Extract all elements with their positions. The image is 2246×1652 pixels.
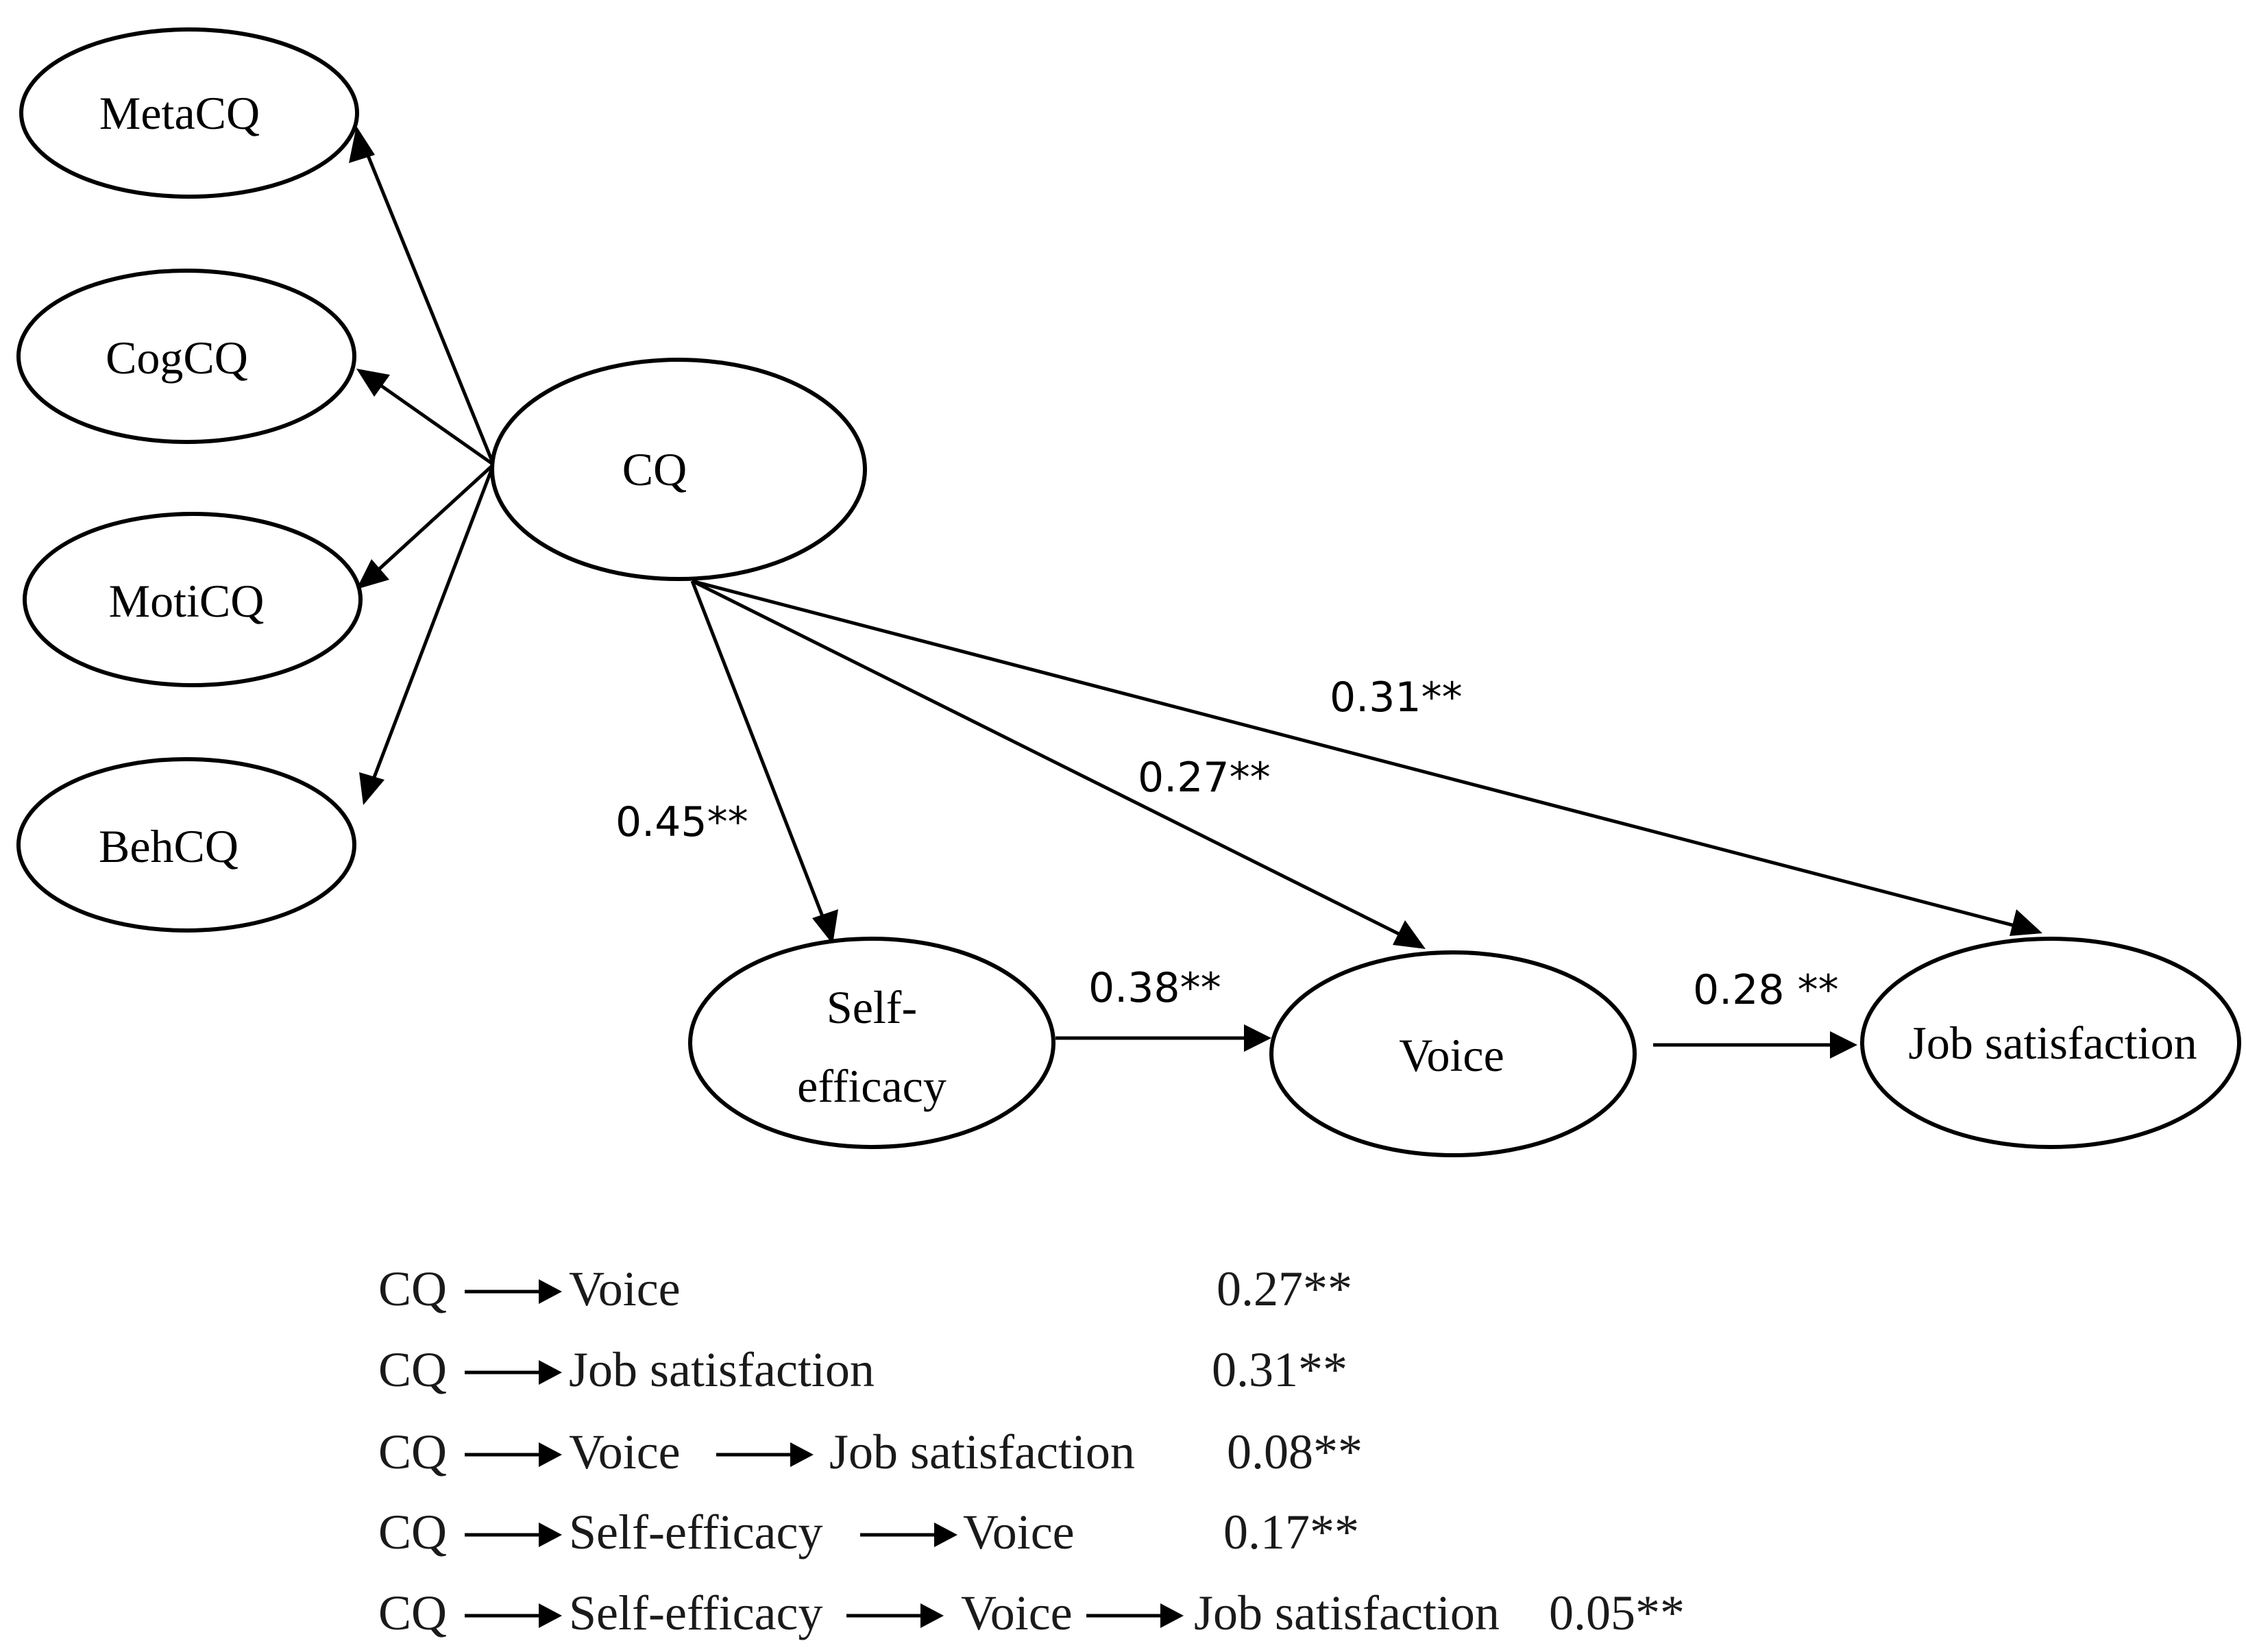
summary-arrow-icon	[465, 1522, 562, 1547]
node-cq: CQ	[490, 358, 867, 581]
summary-row: CQ Self-efficacy Voice 0.17**	[378, 1505, 1359, 1559]
edge-cq-to-behcq	[368, 464, 496, 789]
summary-row: CQ Job satisfaction 0.31**	[378, 1342, 1347, 1397]
summary-term: Voice	[961, 1586, 1073, 1640]
edge-labels: 0.45** 0.27** 0.31** 0.38** 0.28 **	[615, 674, 1839, 1014]
node-cogcq: CogCQ	[16, 269, 356, 444]
summary-term: Job satisfaction	[829, 1425, 1135, 1479]
summary-row: CQ Voice Job satisfaction 0.08**	[378, 1425, 1363, 1479]
summary-term: Voice	[569, 1261, 681, 1316]
edge-cq-to-metacq	[360, 138, 496, 467]
summary-term: Self-efficacy	[569, 1505, 822, 1559]
summary-term: CQ	[378, 1342, 447, 1397]
summary-term: Job satisfaction	[569, 1342, 875, 1397]
summary-term: Voice	[963, 1505, 1075, 1559]
arrowhead-moticq	[356, 559, 389, 589]
node-label-moticq: MotiCQ	[109, 575, 265, 627]
coef-self-efficacy-voice: 0.38**	[1088, 964, 1221, 1012]
node-label-self-efficacy-line1: Self-	[827, 981, 917, 1033]
arrowhead-cogcq	[356, 369, 390, 397]
node-voice: Voice	[1269, 950, 1637, 1157]
node-label-cq: CQ	[622, 443, 687, 495]
node-behcq: BehCQ	[16, 757, 356, 933]
node-label-metacq: MetaCQ	[99, 87, 260, 139]
node-label-behcq: BehCQ	[99, 820, 239, 872]
summary-value: 0.08**	[1227, 1425, 1363, 1479]
edge-cq-to-job-satisfaction	[692, 579, 2026, 930]
summary-term: CQ	[378, 1261, 447, 1316]
arrowhead-metacq	[349, 126, 375, 163]
node-metacq: MetaCQ	[19, 27, 359, 199]
summary-arrow-icon	[846, 1603, 944, 1628]
node-label-cogcq: CogCQ	[106, 332, 248, 384]
summary-term: Job satisfaction	[1194, 1586, 1500, 1640]
edges-group	[349, 126, 2042, 1059]
arrowhead-job-satisfaction	[2010, 909, 2042, 936]
summary-row: CQ Voice 0.27**	[378, 1261, 1352, 1316]
effects-summary: CQ Voice 0.27** CQ Job satisfaction 0.31…	[378, 1261, 1685, 1640]
node-label-job-satisfaction: Job satisfaction	[1908, 1017, 2197, 1069]
summary-term: Voice	[569, 1425, 681, 1479]
summary-value: 0.17**	[1223, 1505, 1359, 1559]
node-label-voice: Voice	[1399, 1029, 1504, 1081]
node-moticq: MotiCQ	[23, 512, 363, 687]
arrowhead-self-efficacy	[812, 909, 838, 944]
edge-cq-to-moticq	[372, 463, 495, 576]
summary-arrow-icon	[465, 1360, 562, 1385]
coef-cq-job-satisfaction: 0.31**	[1330, 674, 1463, 722]
summary-term: CQ	[378, 1425, 447, 1479]
edge-cq-to-self-efficacy	[690, 580, 828, 926]
arrowhead-voice-job	[1830, 1031, 1857, 1059]
summary-value: 0.05**	[1549, 1586, 1685, 1640]
arrowhead-self-efficacy-voice	[1244, 1024, 1271, 1052]
summary-arrow-icon	[465, 1442, 562, 1467]
edge-cq-to-voice	[691, 579, 1410, 941]
summary-term: CQ	[378, 1505, 447, 1559]
node-label-self-efficacy-line2: efficacy	[797, 1060, 947, 1112]
summary-row: CQ Self-efficacy Voice Job satisfaction …	[378, 1586, 1685, 1640]
summary-value: 0.27**	[1217, 1261, 1352, 1316]
summary-arrow-icon	[465, 1603, 562, 1628]
summary-term: Self-efficacy	[569, 1586, 822, 1640]
summary-arrow-icon	[716, 1442, 814, 1467]
coef-voice-job-satisfaction: 0.28 **	[1693, 966, 1839, 1014]
summary-arrow-icon	[1086, 1603, 1184, 1628]
summary-value: 0.31**	[1212, 1342, 1347, 1397]
coef-cq-voice: 0.27**	[1138, 754, 1271, 802]
node-self-efficacy: Self- efficacy	[688, 937, 1055, 1149]
edge-cq-to-cogcq	[370, 377, 495, 467]
summary-term: CQ	[378, 1586, 447, 1640]
node-job-satisfaction: Job satisfaction	[1860, 937, 2241, 1149]
coef-cq-self-efficacy: 0.45**	[615, 798, 748, 846]
arrowhead-behcq	[359, 772, 384, 805]
arrowhead-voice	[1393, 920, 1426, 949]
summary-arrow-icon	[465, 1279, 562, 1304]
summary-arrow-icon	[860, 1522, 957, 1547]
